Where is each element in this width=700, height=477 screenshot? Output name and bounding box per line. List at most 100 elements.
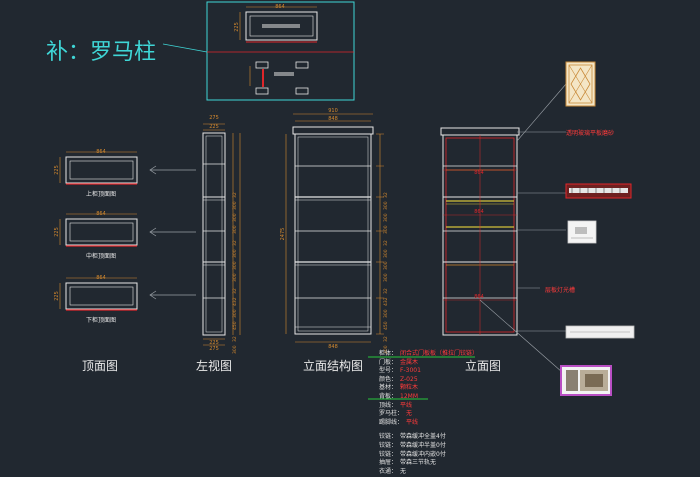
color-sample-detail <box>560 365 612 396</box>
left-segment-dim: 432 <box>232 297 238 306</box>
structure-segment-dim: 300 <box>383 225 389 234</box>
callout-glass: 透明玻璃平板磨砂 <box>566 130 615 137</box>
base-strip-detail <box>565 325 635 339</box>
structure-segment-dim: 300 <box>383 309 389 318</box>
structure-segment-dim: 450 <box>383 321 389 330</box>
spec-key: 柜体： <box>379 350 398 357</box>
hardware-key: 铰链： <box>379 433 398 441</box>
hardware-row-drawer: 抽屉：带森三节轨无 <box>379 459 478 468</box>
top-lower-depth-dim: 225 <box>54 291 60 301</box>
hardware-value: 无 <box>400 467 407 475</box>
left-segment-dim: 32 <box>232 192 238 198</box>
left-segment-dim: 300 <box>232 201 238 210</box>
left-bottom-dim-1: 225 <box>209 340 219 346</box>
spec-key: 型号： <box>379 367 398 375</box>
callout-light: 层板灯光槽 <box>545 287 576 294</box>
spec-row-color: 颜色：Z-025 <box>379 376 478 385</box>
left-segment-dim: 300 <box>232 273 238 282</box>
left-segment-dim: 32 <box>232 240 238 246</box>
structure-segment-dim: 32 <box>383 192 389 198</box>
hinge-detail <box>567 220 597 244</box>
spec-value: 颗粒木 <box>400 384 419 392</box>
spec-key: 顶线： <box>379 401 398 409</box>
structure-bottom-dim: 848 <box>328 344 338 350</box>
left-top-dim: 225 <box>209 124 219 130</box>
spec-value: Z-025 <box>400 375 418 383</box>
elevation-width-dim: 864 <box>474 170 484 176</box>
left-segment-dim: 300 <box>232 249 238 258</box>
view-title-left: 左视图 <box>196 359 233 373</box>
spec-value: 金属木 <box>400 358 419 366</box>
supplement-title: 补：罗马柱 <box>46 40 157 65</box>
structure-segment-dim: 300 <box>383 201 389 210</box>
hardware-key: 铰链： <box>379 441 398 449</box>
structure-segment-dim: 300 <box>383 261 389 270</box>
left-segment-dim: 32 <box>232 288 238 294</box>
spec-row-roman: 罗马柱：无 <box>379 410 478 419</box>
hardware-value: 带森缓冲全盖4付 <box>400 433 446 441</box>
spec-row-cabinet: 柜体：闭合式门板板（推拉门铰链） <box>379 350 478 359</box>
spec-row-substrate: 基材：颗粒木 <box>379 384 478 393</box>
spec-row-model: 型号：F-3001 <box>379 367 478 376</box>
left-segment-dim: 32 <box>232 336 238 342</box>
structure-segment-dim: 300 <box>383 345 389 354</box>
spec-row-skirting: 踢脚线：平线 <box>379 419 478 428</box>
spec-key: 基材： <box>379 384 398 392</box>
top-view-boxes <box>59 151 196 311</box>
spec-value: 平线 <box>406 418 419 426</box>
hardware-value: 带森缓冲半盖0付 <box>400 441 446 449</box>
left-bottom-dim-2: 275 <box>209 346 219 352</box>
spec-value: F-3001 <box>400 367 421 375</box>
elevation-width-dim-2: 864 <box>474 209 484 215</box>
spec-row-door: 门板：金属木 <box>379 359 478 368</box>
spec-row-top-line: 顶线：平线 <box>379 402 478 411</box>
hardware-key: 抽屉： <box>379 459 398 467</box>
structure-segment-dim: 32 <box>383 336 389 342</box>
inset-width-dim: 864 <box>275 4 285 10</box>
left-segment-dim: 450 <box>232 321 238 330</box>
left-segment-dim: 300 <box>232 213 238 222</box>
spec-value: 无 <box>406 410 413 418</box>
hardware-row-hinge-full: 铰链：带森缓冲全盖4付 <box>379 433 478 442</box>
spec-value: 12MM <box>400 392 419 400</box>
left-segment-dim: 300 <box>232 225 238 234</box>
structure-height-dim: 2475 <box>280 228 286 241</box>
elevation-width-dim-3: 864 <box>474 294 484 300</box>
elevation-view <box>440 83 567 373</box>
view-title-elevation: 立面图 <box>465 359 502 373</box>
spec-table: 柜体：闭合式门板板（推拉门铰链） 门板：金属木 型号：F-3001 颜色：Z-0… <box>379 350 478 476</box>
top-lower-width-dim: 864 <box>96 275 106 281</box>
label-upper-top-view: 上柜顶面图 <box>86 191 117 198</box>
spec-key: 罗马柱： <box>379 410 404 418</box>
hardware-row-rail: 衣通：无 <box>379 468 478 477</box>
view-title-structure: 立面结构图 <box>303 359 364 373</box>
light-strip-detail <box>565 183 632 199</box>
spec-key: 颜色： <box>379 375 398 383</box>
top-upper-width-dim: 864 <box>96 149 106 155</box>
spec-key: 门板： <box>379 358 398 366</box>
label-lower-top-view: 下柜顶面图 <box>86 317 117 324</box>
structure-segment-dim: 432 <box>383 297 389 306</box>
hardware-key: 衣通： <box>379 467 398 475</box>
label-middle-top-view: 中柜顶面图 <box>86 253 117 260</box>
view-title-top: 顶面图 <box>82 359 119 373</box>
glass-door-detail <box>565 61 596 107</box>
spec-value: 平线 <box>400 401 413 409</box>
top-middle-width-dim: 864 <box>96 211 106 217</box>
structure-top-dim: 910 <box>328 108 338 114</box>
top-upper-depth-dim: 225 <box>54 165 60 175</box>
top-middle-depth-dim: 225 <box>54 227 60 237</box>
left-segment-dim: 300 <box>232 309 238 318</box>
structure-elevation <box>285 113 384 343</box>
hardware-value: 带森三节轨无 <box>400 459 437 467</box>
inset-depth-dim: 225 <box>234 22 240 32</box>
left-segment-dim: 300 <box>232 261 238 270</box>
structure-segment-dim: 32 <box>383 240 389 246</box>
spec-row-back: 背板：12MM <box>379 393 478 402</box>
hardware-row-hinge-half: 铰链：带森缓冲半盖0付 <box>379 442 478 451</box>
hardware-key: 铰链： <box>379 450 398 458</box>
left-total-dim: 275 <box>209 115 219 121</box>
hardware-value: 带森缓冲内嵌0付 <box>400 450 446 458</box>
structure-segment-dim: 300 <box>383 213 389 222</box>
